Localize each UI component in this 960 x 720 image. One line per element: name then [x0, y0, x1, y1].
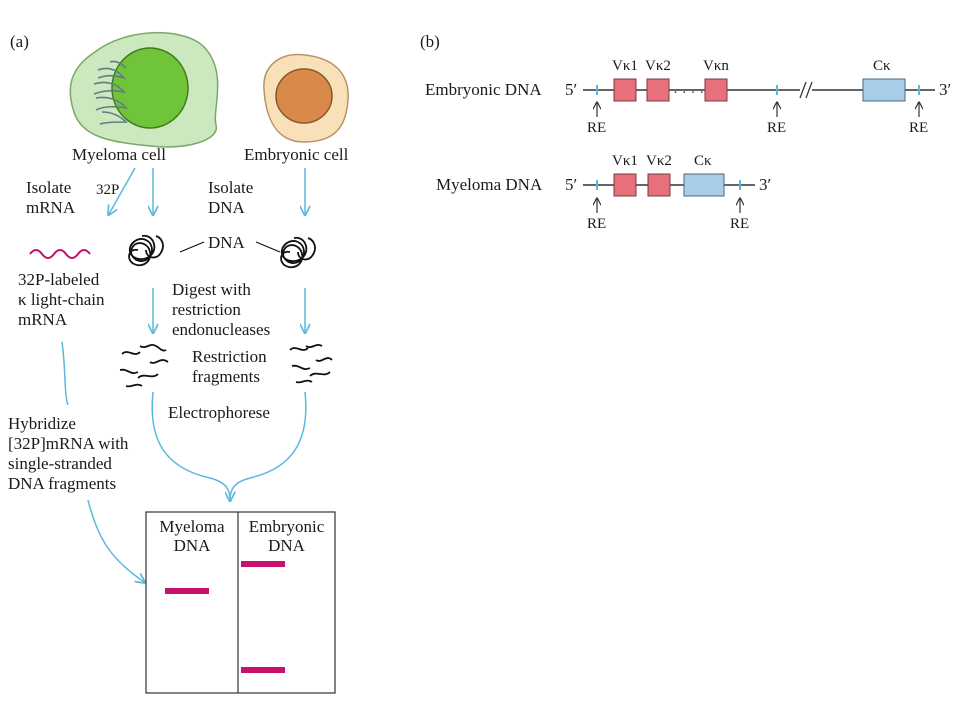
ellipsis-dots: · · · · [673, 85, 705, 101]
endoplasmic-reticulum [93, 60, 128, 125]
vk2-label-myeloma: Vκ2 [646, 153, 672, 169]
vk2-label: Vκ2 [645, 58, 671, 74]
vk1-segment [613, 78, 637, 102]
ck-segment [862, 78, 906, 102]
embryonic-five-prime: 5′ [565, 80, 578, 99]
isolate-dna-line-2: DNA [208, 198, 245, 217]
ck-label-myeloma: Cκ [694, 153, 712, 169]
vk2-segment [646, 78, 670, 102]
flow-arrows [61, 167, 306, 582]
isolate-mrna-line-1: Isolate [26, 178, 72, 197]
hybridize-line-4: DNA fragments [8, 474, 117, 493]
hybridize-line-1: Hybridize [8, 414, 76, 433]
fragments-line-1: Restriction [192, 347, 267, 366]
vk1-segment-myeloma [613, 173, 637, 197]
myeloma-dna-map [583, 173, 755, 213]
vk2-segment-myeloma [647, 173, 671, 197]
re-label-2: RE [767, 120, 787, 136]
hybridize-line-3: single-stranded [8, 454, 112, 473]
fragments-left [119, 343, 169, 388]
isolate-mrna-line-2: mRNA [26, 198, 76, 217]
digest-line-1: Digest with [172, 280, 251, 299]
gel-lane-myeloma-title: Myeloma DNA [146, 517, 238, 555]
embryonic-three-prime: 3′ [939, 80, 952, 99]
p32-label: 32P [96, 182, 120, 198]
electrophorese-label: Electrophorese [168, 403, 270, 422]
embryonic-cell-label: Embryonic cell [244, 145, 349, 164]
band-embryonic-bottom [241, 667, 285, 673]
re-label-1: RE [587, 120, 607, 136]
band-myeloma [165, 588, 209, 594]
dna-connector-left [179, 241, 205, 253]
digest-line-2: restriction [172, 300, 241, 319]
digest-line-3: endonucleases [172, 320, 271, 339]
vk1-label: Vκ1 [612, 58, 638, 74]
fragments-line-2: fragments [192, 367, 260, 386]
embryonic-cell [263, 53, 349, 143]
re-label-myeloma-1: RE [587, 216, 607, 232]
hybridize-line-2: [32P]mRNA with [8, 434, 129, 453]
myeloma-cell-label: Myeloma cell [72, 145, 166, 164]
labeled-mrna-line-1: 32P-labeled [18, 270, 100, 289]
labeled-mrna-line-3: mRNA [18, 310, 68, 329]
ck-label: Cκ [873, 58, 891, 74]
dna-coil-right [280, 236, 316, 269]
gel-lane-embryonic-title-line-2: DNA [268, 536, 305, 555]
mrna-wave [29, 249, 91, 259]
embryonic-dna-label: Embryonic DNA [425, 80, 542, 99]
isolate-dna-line-1: Isolate [208, 178, 254, 197]
dna-coil-left [128, 234, 164, 267]
vkn-label: Vκn [703, 58, 729, 74]
dna-connector-right [255, 241, 281, 253]
myeloma-five-prime: 5′ [565, 175, 578, 194]
vk1-label-myeloma: Vκ1 [612, 153, 638, 169]
re-label-3: RE [909, 120, 929, 136]
gel-lane-myeloma-title-line-1: Myeloma [159, 517, 225, 536]
panel-a-label: (a) [10, 32, 29, 51]
dna-label: DNA [208, 233, 245, 252]
ck-segment-myeloma [683, 173, 725, 197]
panel-b-label: (b) [420, 32, 440, 51]
myeloma-three-prime: 3′ [759, 175, 772, 194]
vkn-segment [704, 78, 728, 102]
embryonic-dna-map [583, 78, 935, 117]
gel-lane-embryonic-title-line-1: Embryonic [248, 517, 325, 536]
labeled-mrna-line-2: κ light-chain [18, 290, 105, 309]
re-label-myeloma-2: RE [730, 216, 750, 232]
myeloma-cell [69, 32, 219, 148]
gel-lane-embryonic-title: Embryonic DNA [238, 517, 335, 555]
gel [145, 511, 336, 694]
myeloma-dna-label: Myeloma DNA [436, 175, 543, 194]
gel-lane-myeloma-title-line-2: DNA [173, 536, 211, 555]
fragments-right [289, 343, 333, 384]
band-embryonic-top [241, 561, 285, 567]
